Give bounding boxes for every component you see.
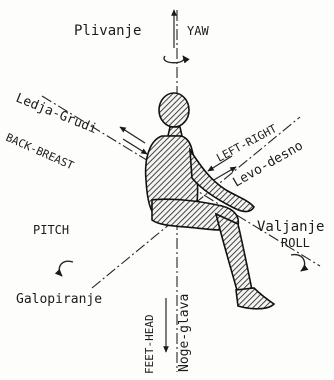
label-roll: ROLL bbox=[281, 236, 310, 250]
label-feet-head-local: Noge-glava bbox=[177, 294, 192, 372]
label-yaw-local: Plivanje bbox=[74, 23, 141, 39]
label-back-breast: BACK-BREAST bbox=[4, 131, 76, 173]
label-back-breast-local: Ledja-Grudi bbox=[14, 91, 99, 137]
pitch-rotation-arrow bbox=[59, 261, 73, 276]
back-breast-arrows bbox=[120, 127, 147, 154]
label-yaw: YAW bbox=[187, 24, 209, 38]
yaw-rotation-arrow bbox=[164, 10, 184, 63]
label-pitch-local: Galopiranje bbox=[16, 292, 102, 307]
label-pitch: PITCH bbox=[33, 223, 69, 237]
label-roll-local: Valjanje bbox=[257, 219, 324, 235]
label-feet-head: FEET-HEAD bbox=[143, 314, 156, 374]
seated-human-figure bbox=[146, 93, 274, 309]
roll-rotation-arrow bbox=[291, 255, 305, 271]
